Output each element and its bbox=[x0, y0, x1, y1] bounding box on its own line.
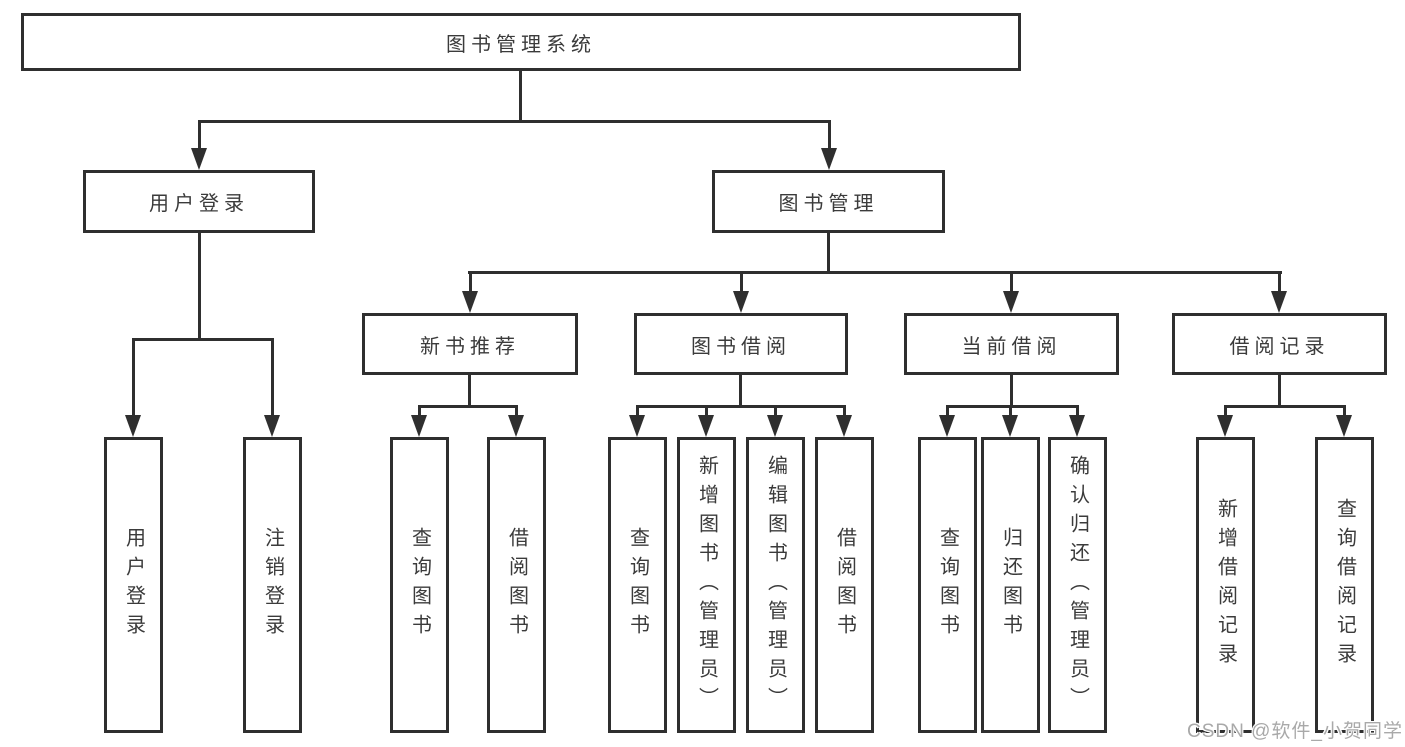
connector-current-borrowing-stem bbox=[1010, 373, 1013, 408]
arrow-down bbox=[191, 123, 207, 170]
arrow-down bbox=[821, 123, 837, 170]
arrow-down bbox=[508, 408, 524, 437]
node-user-login: 用户登录 bbox=[83, 170, 315, 233]
connector-new-book-recommend-rail bbox=[418, 405, 518, 408]
node-book-management: 图书管理 bbox=[712, 170, 945, 233]
node-user-login-label: 用户登录 bbox=[149, 193, 249, 215]
node-new-book-recommend-label: 新书推荐 bbox=[420, 335, 520, 358]
arrow-down bbox=[698, 408, 714, 437]
arrow-down bbox=[836, 408, 852, 437]
node-root-label: 图书管理系统 bbox=[446, 33, 596, 56]
arrow-down bbox=[1069, 408, 1085, 437]
node-current-borrowing: 当前借阅 bbox=[904, 313, 1119, 375]
leaf-borrow-books-recommend: 借阅图书 bbox=[487, 437, 546, 733]
arrow-down bbox=[767, 408, 783, 437]
csdn-watermark: CSDN @软件_小贺同学 bbox=[1187, 721, 1403, 742]
leaf-borrow-books-borrowing: 借阅图书 bbox=[815, 437, 874, 733]
leaf-confirm-return-admin-label: 确认归还（管理员） bbox=[1066, 454, 1089, 716]
connector-current-borrowing-rail bbox=[946, 405, 1079, 408]
arrow-down bbox=[1003, 274, 1019, 313]
arrow-down bbox=[629, 408, 645, 437]
leaf-borrow-books-recommend-label: 借阅图书 bbox=[505, 527, 528, 643]
leaf-edit-books-admin: 编辑图书（管理员） bbox=[746, 437, 805, 733]
node-book-borrowing: 图书借阅 bbox=[634, 313, 848, 375]
node-book-management-label: 图书管理 bbox=[778, 193, 879, 215]
arrow-down bbox=[1336, 408, 1352, 437]
arrow-down bbox=[733, 274, 749, 313]
leaf-query-books-recommend: 查询图书 bbox=[390, 437, 449, 733]
leaf-query-books-current: 查询图书 bbox=[918, 437, 977, 733]
arrow-down bbox=[462, 274, 478, 313]
leaf-add-borrow-record-label: 新增借阅记录 bbox=[1214, 498, 1237, 672]
node-book-borrowing-label: 图书借阅 bbox=[691, 335, 791, 358]
node-borrowing-records-label: 借阅记录 bbox=[1229, 335, 1330, 358]
leaf-add-books-admin-label: 新增图书（管理员） bbox=[695, 454, 718, 716]
leaf-logout-label: 注销登录 bbox=[261, 527, 284, 643]
arrow-down bbox=[1217, 408, 1233, 437]
connector-book-borrowing-rail bbox=[636, 405, 846, 408]
leaf-query-books-recommend-label: 查询图书 bbox=[408, 527, 431, 643]
connector-book-management-stem bbox=[827, 231, 830, 274]
arrow-down bbox=[1002, 408, 1018, 437]
leaf-edit-books-admin-label: 编辑图书（管理员） bbox=[764, 454, 787, 716]
node-root: 图书管理系统 bbox=[21, 13, 1021, 71]
connector-root-stem bbox=[519, 70, 522, 123]
connector-book-borrowing-stem bbox=[739, 373, 742, 408]
leaf-user-login: 用户登录 bbox=[104, 437, 163, 733]
connector-user-login-rail bbox=[132, 338, 274, 341]
leaf-query-borrow-record: 查询借阅记录 bbox=[1315, 437, 1374, 733]
connector-book-management-rail bbox=[468, 271, 1282, 274]
node-new-book-recommend: 新书推荐 bbox=[362, 313, 578, 375]
connector-borrowing-records-stem bbox=[1278, 373, 1281, 408]
arrow-down bbox=[411, 408, 427, 437]
leaf-confirm-return-admin: 确认归还（管理员） bbox=[1048, 437, 1107, 733]
leaf-query-books-borrowing: 查询图书 bbox=[608, 437, 667, 733]
arrow-down bbox=[939, 408, 955, 437]
connector-user-login-stem bbox=[198, 231, 201, 341]
node-current-borrowing-label: 当前借阅 bbox=[961, 335, 1062, 358]
arrow-down bbox=[125, 341, 141, 437]
arrow-down bbox=[1271, 274, 1287, 313]
leaf-add-books-admin: 新增图书（管理员） bbox=[677, 437, 736, 733]
leaf-query-books-borrowing-label: 查询图书 bbox=[626, 527, 649, 643]
leaf-return-books: 归还图书 bbox=[981, 437, 1040, 733]
leaf-user-login-label: 用户登录 bbox=[122, 527, 145, 643]
leaf-return-books-label: 归还图书 bbox=[999, 527, 1022, 643]
connector-new-book-recommend-stem bbox=[468, 373, 471, 408]
leaf-borrow-books-borrowing-label: 借阅图书 bbox=[833, 527, 856, 643]
connector-borrowing-records-rail bbox=[1224, 405, 1346, 408]
node-borrowing-records: 借阅记录 bbox=[1172, 313, 1387, 375]
leaf-logout: 注销登录 bbox=[243, 437, 302, 733]
leaf-query-borrow-record-label: 查询借阅记录 bbox=[1333, 498, 1356, 672]
arrow-down bbox=[264, 341, 280, 437]
connector-root-rail bbox=[198, 120, 831, 123]
leaf-add-borrow-record: 新增借阅记录 bbox=[1196, 437, 1255, 733]
leaf-query-books-current-label: 查询图书 bbox=[936, 527, 959, 643]
